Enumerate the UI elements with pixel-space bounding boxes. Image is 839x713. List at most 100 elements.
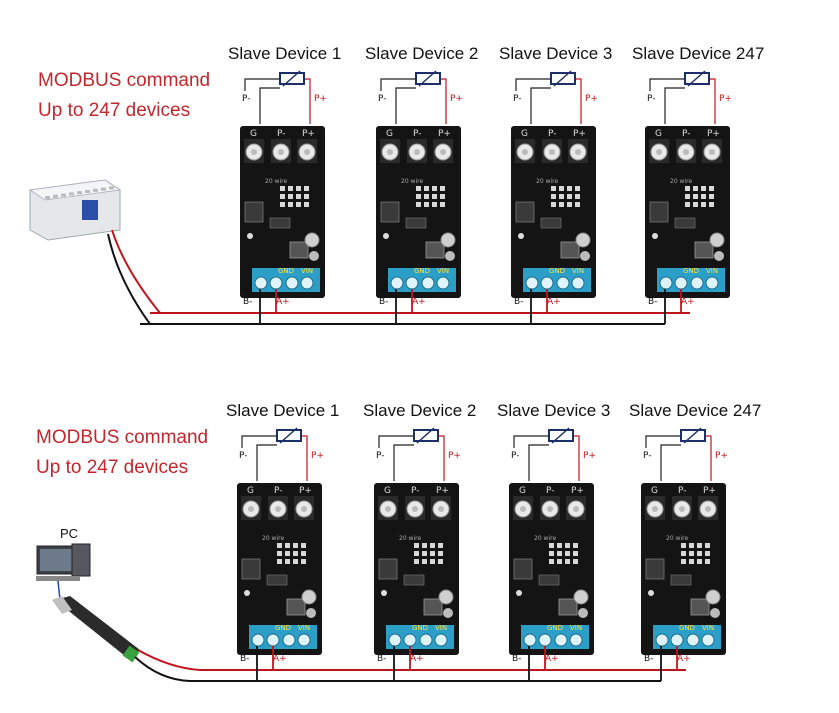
probe-minus-label: P- bbox=[376, 451, 384, 461]
smd-part bbox=[549, 543, 554, 548]
smd-part bbox=[573, 543, 578, 548]
probe-wire bbox=[380, 78, 421, 91]
smd-part bbox=[296, 186, 301, 191]
pin-label: G bbox=[384, 486, 391, 496]
smd-part bbox=[296, 202, 301, 207]
capacitor bbox=[714, 251, 724, 261]
screw-center bbox=[520, 506, 526, 512]
keyboard-icon bbox=[36, 576, 80, 581]
probe-wire bbox=[395, 87, 416, 124]
probe-wire-red bbox=[436, 435, 445, 481]
smd-part bbox=[557, 551, 562, 556]
plc-terminal bbox=[77, 191, 82, 195]
smd-part bbox=[293, 559, 298, 564]
pin-label-gnd: GND bbox=[679, 624, 695, 632]
smd-part bbox=[551, 186, 556, 191]
smd-part bbox=[422, 559, 427, 564]
smd-part bbox=[693, 202, 698, 207]
pin-label: G bbox=[651, 486, 658, 496]
capacitor bbox=[580, 251, 590, 261]
screw-icon bbox=[434, 633, 448, 647]
bus-a-plus-label: A+ bbox=[276, 297, 290, 307]
probe-wire bbox=[528, 444, 549, 481]
pin-label: G bbox=[247, 486, 254, 496]
screw-center bbox=[705, 506, 711, 512]
smd-part bbox=[701, 194, 706, 199]
regulator bbox=[694, 241, 714, 259]
silkscreen: 20 wire bbox=[536, 178, 558, 185]
plc-wire-black bbox=[107, 233, 151, 325]
smd-part bbox=[567, 186, 572, 191]
smd-part bbox=[557, 543, 562, 548]
screw-center bbox=[656, 149, 662, 155]
usb-cable bbox=[57, 580, 61, 601]
command-line-2: Up to 247 devices bbox=[38, 100, 191, 121]
screw-icon bbox=[254, 276, 268, 290]
probe-plus-label: P+ bbox=[450, 94, 463, 104]
probe-wire-red bbox=[302, 78, 311, 124]
smd-part bbox=[693, 186, 698, 191]
bus-b-minus-label: B- bbox=[512, 654, 521, 664]
probe-wire bbox=[259, 87, 280, 124]
probe-minus-label: P- bbox=[643, 451, 651, 461]
screw-center bbox=[679, 506, 685, 512]
screw-icon bbox=[300, 276, 314, 290]
probe-minus-label: P- bbox=[511, 451, 519, 461]
led bbox=[247, 233, 253, 239]
modbus-command-text: MODBUS command Up to 247 devices bbox=[38, 66, 210, 126]
bus-a-plus-label: A+ bbox=[681, 297, 695, 307]
pin-label: P- bbox=[411, 486, 419, 496]
screw-icon bbox=[269, 276, 283, 290]
bus-a-plus-label: A+ bbox=[410, 654, 424, 664]
resistor-array bbox=[405, 217, 427, 229]
pin-label-vin: VIN bbox=[437, 267, 449, 275]
capacitor bbox=[573, 589, 589, 605]
smd-part bbox=[277, 551, 282, 556]
smd-part bbox=[681, 543, 686, 548]
screw-center bbox=[304, 149, 310, 155]
smd-part bbox=[559, 194, 564, 199]
probe-minus-label: P- bbox=[647, 94, 655, 104]
smd-part bbox=[559, 202, 564, 207]
bus-a-plus-label: A+ bbox=[412, 297, 426, 307]
usb-plug bbox=[52, 596, 72, 614]
silkscreen: 20 wire bbox=[399, 535, 421, 542]
smd-part bbox=[280, 194, 285, 199]
probe-wire bbox=[513, 435, 554, 448]
plc-display bbox=[82, 200, 98, 220]
regulator bbox=[425, 241, 445, 259]
panel-2: P-P+GP-P+GNDP-P+20 wireGNDVINB-A+P-P+GP-… bbox=[190, 427, 728, 682]
screw-center bbox=[575, 149, 581, 155]
screw-center bbox=[248, 506, 254, 512]
resistor-arrow bbox=[416, 427, 435, 444]
screw-icon bbox=[388, 633, 402, 647]
pin-label-vin: VIN bbox=[572, 267, 584, 275]
resistor-array bbox=[269, 217, 291, 229]
screw-center bbox=[275, 506, 281, 512]
screw-icon bbox=[523, 633, 537, 647]
smd-part bbox=[559, 186, 564, 191]
screw-icon bbox=[554, 633, 568, 647]
smd-part bbox=[422, 551, 427, 556]
ic-chip bbox=[645, 558, 665, 580]
pin-label-vin: VIN bbox=[301, 267, 313, 275]
device-label-247: Slave Device 247 bbox=[632, 44, 765, 63]
pc-icon bbox=[36, 543, 201, 682]
smd-part bbox=[280, 186, 285, 191]
smd-part bbox=[440, 194, 445, 199]
smd-part bbox=[549, 559, 554, 564]
command-line-1: MODBUS command bbox=[36, 427, 209, 448]
smd-part bbox=[685, 202, 690, 207]
pin-label-vin: VIN bbox=[298, 624, 310, 632]
screw-icon bbox=[390, 276, 404, 290]
pin-label: P+ bbox=[571, 486, 584, 496]
screw-center bbox=[278, 149, 284, 155]
bus-a-plus-label: A+ bbox=[547, 297, 561, 307]
resistor-arrow bbox=[687, 70, 706, 87]
screw-icon bbox=[556, 276, 570, 290]
screw-center bbox=[549, 149, 555, 155]
smd-part bbox=[567, 202, 572, 207]
panel-1: P-P+GP-P+GNDP-P+20 wireGNDVINB-A+P-P+GP-… bbox=[140, 70, 732, 325]
capacitor bbox=[578, 608, 588, 618]
